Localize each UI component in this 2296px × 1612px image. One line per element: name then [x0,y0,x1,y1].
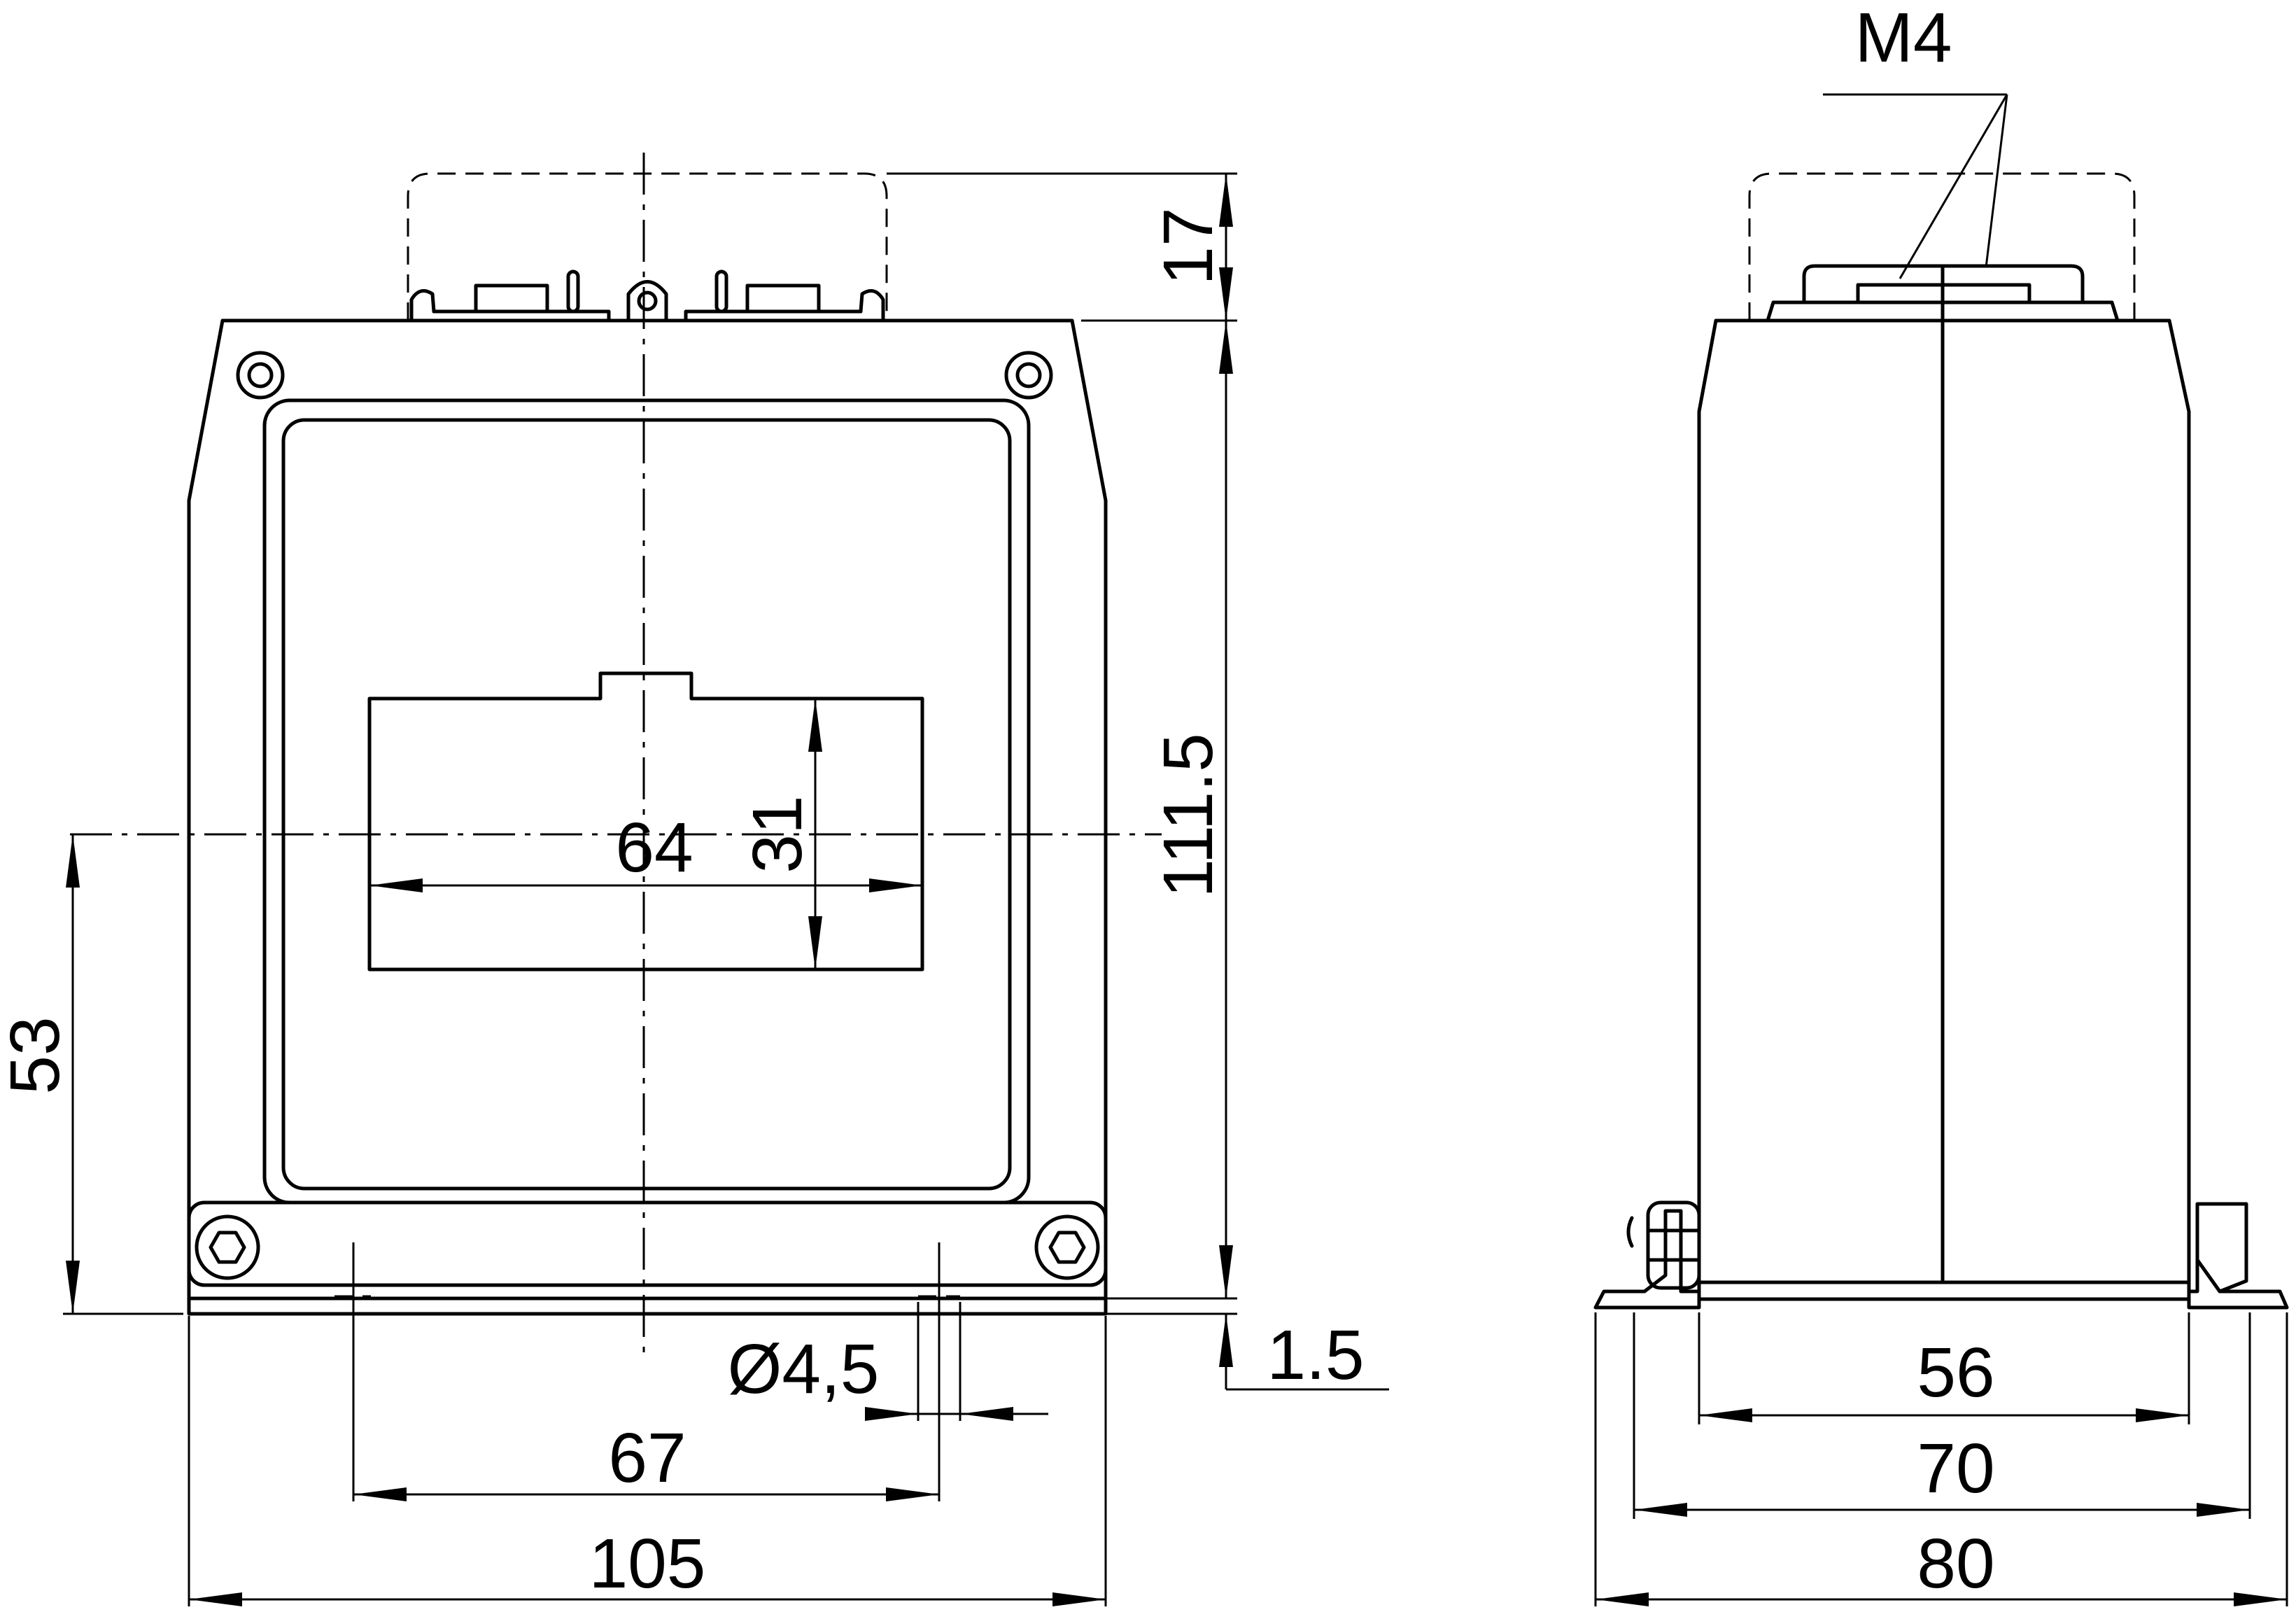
label-height-total: 111.5 [1149,733,1227,897]
conductor-window [367,671,924,972]
side-mounting-foot-left [1593,1209,1701,1310]
label-base-thickness: 1.5 [1267,1316,1364,1394]
front-terminal-block [409,269,885,323]
label-side-overall: 80 [1917,1525,1994,1603]
front-frame-outer [262,398,1031,1205]
hex-screw-left [195,1214,260,1280]
label-hole-spacing: 67 [608,1419,686,1497]
side-terminal-block [1766,264,2120,323]
label-thread: M4 [1855,0,1952,77]
side-base [1697,1280,2191,1301]
front-mounting-plate [187,1200,1108,1287]
side-nut-left [1646,1200,1701,1290]
label-side-inner: 56 [1917,1333,1994,1412]
side-view [1593,172,2289,1310]
label-height-terminal: 17 [1149,207,1227,285]
front-dimensions [63,172,1389,1606]
front-housing-outline [187,318,1108,1301]
side-mounting-foot-right [2187,1202,2289,1310]
label-window-width: 64 [615,808,693,887]
label-window-height: 31 [738,795,817,873]
label-overall-width: 105 [589,1525,706,1603]
dimension-labels: M4 17 111.5 53 64 31 1.5 Ø4,5 67 105 56 … [0,0,1995,1603]
label-height-axis: 53 [0,1016,74,1094]
front-base-strip [187,1296,1108,1316]
front-cover-outline [407,172,888,321]
rivet-top-right [1004,351,1053,400]
label-side-mount: 70 [1917,1429,1994,1508]
front-frame-inner [281,418,1012,1191]
hex-screw-right [1034,1214,1100,1280]
side-dimensions [1594,93,2288,1606]
rivet-top-left [236,351,285,400]
label-hole-diameter: Ø4,5 [728,1330,880,1408]
front-view [70,153,1162,1358]
